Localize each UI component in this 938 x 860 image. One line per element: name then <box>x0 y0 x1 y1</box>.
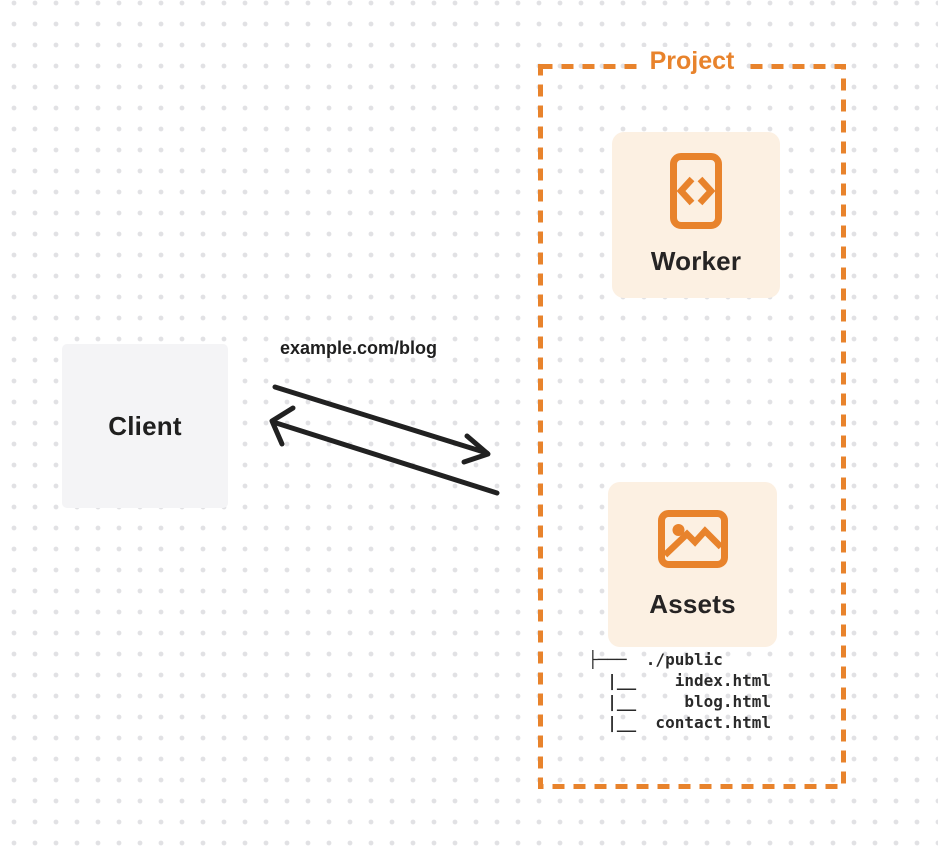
assets-file-tree: ├─── ./public |__ index.html |__ blog.ht… <box>588 650 772 732</box>
response-arrow <box>269 405 500 496</box>
client-label: Client <box>108 410 182 441</box>
client-node: Client <box>62 344 228 508</box>
worker-node: Worker <box>612 132 780 298</box>
assets-node: Assets <box>608 482 777 647</box>
project-container: Project <box>538 47 846 789</box>
request-arrow <box>272 384 491 465</box>
worker-label: Worker <box>650 246 742 276</box>
project-label: Project <box>640 47 744 76</box>
code-document-icon <box>670 153 722 229</box>
assets-label: Assets <box>649 588 736 619</box>
image-icon <box>657 509 728 568</box>
request-url-label: example.com/blog <box>280 338 438 358</box>
